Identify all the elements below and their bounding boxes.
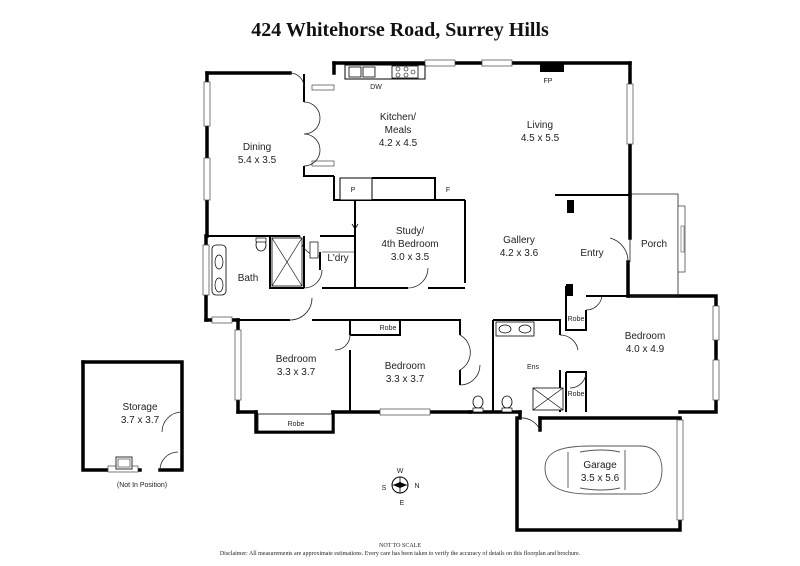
kitchen-fixtures: DW FP P F [339,63,564,230]
bedroom-size: 4.0 x 4.9 [626,344,665,355]
kitchen-label: Kitchen/ [380,112,416,123]
study-size: 3.0 x 3.5 [391,252,430,263]
exterior-walls [204,61,718,532]
porch [630,193,686,297]
scale-note: NOT TO SCALE [379,543,421,549]
robe-label: Robe [288,421,305,428]
porch-label: Porch [641,239,667,250]
kitchen-label-2: Meals [385,125,412,136]
plan-title: 424 Whitehorse Road, Surrey Hills [251,19,549,41]
study-label: Study/ [396,226,425,237]
room-labels: Dining 5.4 x 3.5 Kitchen/ Meals 4.2 x 4.… [117,112,667,489]
gallery-size: 4.2 x 3.6 [500,248,539,259]
compass-north: N [414,483,419,490]
storage-label: Storage [122,402,157,413]
study-label-2: 4th Bedroom [381,239,438,250]
compass-west: W [397,468,404,475]
storage-building [81,360,184,473]
interior-walls [207,74,630,412]
dining-size: 5.4 x 3.5 [238,155,277,166]
robe-label: Robe [380,325,397,332]
fridge-label: F [446,187,450,194]
entry-post [567,200,574,213]
bedroom-label: Bedroom [625,331,666,342]
garage-size: 3.5 x 5.6 [581,473,620,484]
compass-south: S [382,485,387,492]
compass-icon: W N S E [382,468,420,507]
gallery-label: Gallery [503,235,535,246]
entry-post [566,284,573,296]
bedroom-size: 3.3 x 3.7 [386,374,425,385]
living-size: 4.5 x 5.5 [521,133,560,144]
storage-note: (Not In Position) [117,482,167,489]
windows [202,59,720,521]
dishwasher-label: DW [370,84,382,91]
living-label: Living [527,120,553,131]
ensuite-label: Ens [527,364,540,371]
dining-label: Dining [243,142,271,153]
entry-label: Entry [580,248,603,259]
bedroom-label: Bedroom [276,354,317,365]
robe-label: Robe [568,391,585,398]
bath-fixtures [211,237,564,413]
bedroom-size: 3.3 x 3.7 [277,367,316,378]
garage-label: Garage [583,460,617,471]
robe-label: Robe [568,316,585,323]
fireplace-label: FP [544,78,553,85]
storage-size: 3.7 x 3.7 [121,415,160,426]
bath-label: Bath [238,273,259,284]
disclaimer: Disclaimer: All measurements are approxi… [220,550,581,557]
kitchen-size: 4.2 x 4.5 [379,138,418,149]
laundry-label: L'dry [327,253,348,264]
bedroom-label: Bedroom [385,361,426,372]
compass-east: E [400,500,405,507]
doors [289,72,631,431]
car-icon [544,445,663,495]
robes: Robe Robe Robe Robe [257,316,585,432]
pantry-label: P [351,187,356,194]
